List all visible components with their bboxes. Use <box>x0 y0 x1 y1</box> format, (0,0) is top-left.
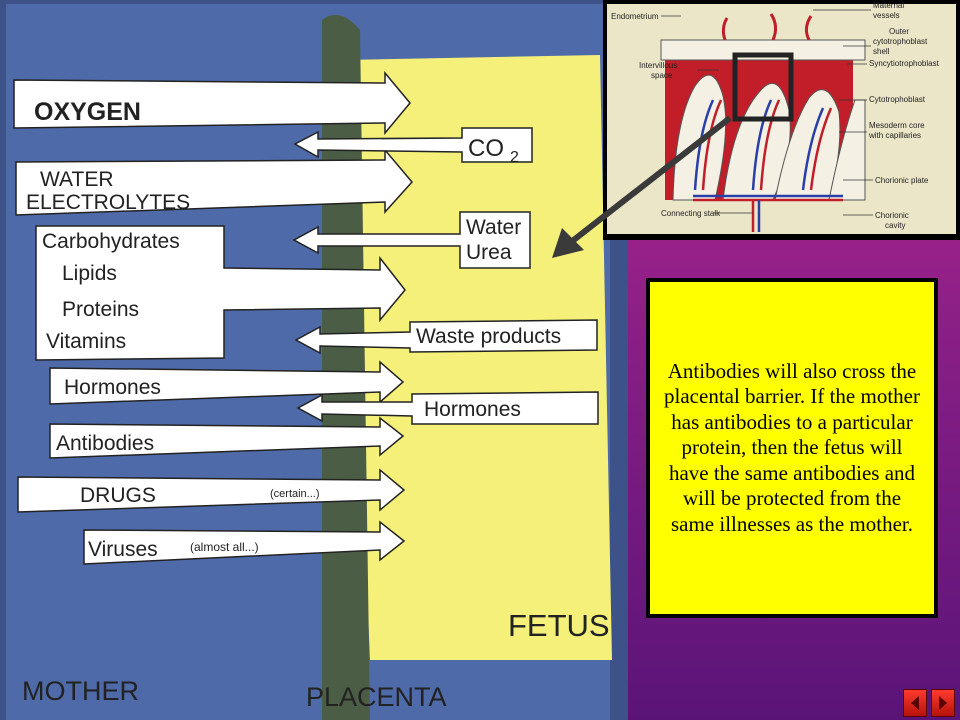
inset-label-chorionic-plate: Chorionic plate <box>875 176 929 185</box>
zoom-highlight-box <box>732 52 794 122</box>
inset-label-connecting-stalk: Connecting stalk <box>661 209 721 218</box>
label-urea: Urea <box>466 241 512 264</box>
water-urea-arrow <box>292 211 531 269</box>
previous-slide-icon <box>911 696 919 710</box>
label-co: CO <box>468 135 504 162</box>
mother-to-fetus-arrows <box>13 70 413 565</box>
exchange-diagram-svg: OXYGEN WATER ELECTROLYTES Carbohydrates … <box>0 0 628 720</box>
antibodies-arrow <box>49 416 405 459</box>
inset-label-syncytiotrophoblast: Syncytiotrophoblast <box>869 59 940 68</box>
label-hormones-in: Hormones <box>64 376 161 399</box>
fetus-region <box>345 55 612 660</box>
hormones-out-arrow <box>296 391 599 425</box>
co2-arrow <box>293 127 533 163</box>
label-mother: MOTHER <box>22 676 139 706</box>
inset-label-space: space <box>651 71 673 80</box>
label-drugs: DRUGS <box>80 484 156 507</box>
inset-label-endometrium: Endometrium <box>611 12 659 21</box>
next-slide-button[interactable] <box>931 689 955 717</box>
caption-text: Antibodies will also cross the placental… <box>664 358 920 536</box>
label-water-out: Water <box>466 216 521 239</box>
inset-label-with-capillaries: with capillaries <box>868 131 921 140</box>
label-co-subscript: 2 <box>510 149 519 166</box>
label-antibodies: Antibodies <box>56 432 154 455</box>
inset-label-cytotrophoblast: Cytotrophoblast <box>869 95 926 104</box>
label-electrolytes: ELECTROLYTES <box>26 191 190 214</box>
inset-label-intervillous: Intervillous <box>639 61 677 70</box>
placenta-exchange-diagram: OXYGEN WATER ELECTROLYTES Carbohydrates … <box>0 0 628 720</box>
oxygen-arrow <box>13 70 411 136</box>
label-hormones-out: Hormones <box>424 398 521 421</box>
next-slide-icon <box>939 696 947 710</box>
label-proteins: Proteins <box>62 298 139 321</box>
caption-box: Antibodies will also cross the placental… <box>646 278 938 618</box>
fetus-to-mother-arrows <box>292 127 599 425</box>
drugs-arrow <box>17 468 406 513</box>
inset-label-outer: Outer <box>889 27 909 36</box>
inset-label-cytotrophoblast-shell-1: cytotrophoblast <box>873 37 928 46</box>
label-placenta: PLACENTA <box>306 682 447 712</box>
caption-box-inner: Antibodies will also cross the placental… <box>650 282 934 614</box>
inset-label-cavity: cavity <box>885 221 905 230</box>
villi-cells <box>660 39 866 201</box>
hormones-in-arrow <box>49 360 405 405</box>
label-oxygen: OXYGEN <box>34 98 141 126</box>
waste-products-arrow <box>294 319 598 355</box>
previous-slide-button[interactable] <box>903 689 927 717</box>
label-viruses-qualifier: (almost all...) <box>190 540 259 554</box>
maternal-vessels <box>721 13 813 41</box>
label-vitamins: Vitamins <box>46 330 126 353</box>
label-carbohydrates: Carbohydrates <box>42 230 180 253</box>
villi-illustration: Endometrium Maternal vessels Outer cytot… <box>607 1 956 234</box>
inset-label-chorionic: Chorionic <box>875 211 909 220</box>
capillaries <box>693 99 843 232</box>
inset-label-cytotrophoblast-shell-2: shell <box>873 47 890 56</box>
water-electrolytes-arrow <box>15 147 413 216</box>
label-lipids: Lipids <box>62 262 117 285</box>
label-waste-products: Waste products <box>416 325 561 348</box>
label-fetus: FETUS <box>508 608 610 643</box>
inset-leader-lines <box>661 9 873 216</box>
label-water: WATER <box>40 168 114 191</box>
label-drugs-qualifier: (certain...) <box>270 488 320 500</box>
inset-label-mesoderm-core: Mesoderm core <box>869 121 925 130</box>
pointer-arrow <box>552 115 732 258</box>
inset-label-vessels: vessels <box>873 11 900 20</box>
viruses-arrow <box>83 520 406 565</box>
placental-villi-inset: Endometrium Maternal vessels Outer cytot… <box>603 0 960 240</box>
label-viruses: Viruses <box>88 538 158 561</box>
nutrients-arrow <box>35 225 406 361</box>
inset-label-maternal: Maternal <box>873 1 904 10</box>
